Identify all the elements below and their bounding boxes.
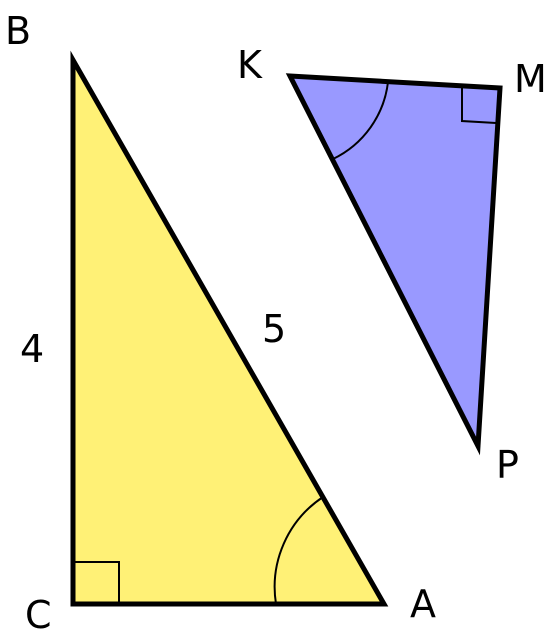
angle-arc-k	[332, 81, 389, 160]
vertex-label-m: M	[514, 57, 547, 101]
vertex-label-a: A	[410, 582, 436, 626]
triangle-abc	[70, 50, 389, 607]
vertex-label-k: K	[237, 43, 263, 87]
triangle-kmp	[285, 73, 503, 456]
side-label-bc: 4	[20, 327, 44, 371]
vertex-label-c: C	[25, 593, 52, 634]
vertex-label-b: B	[5, 9, 31, 53]
angle-arc-a	[273, 496, 324, 605]
right-angle-mark-c	[73, 561, 120, 604]
right-angle-mark-m	[461, 86, 497, 124]
vertex-label-p: P	[496, 443, 519, 487]
side-label-ab: 5	[262, 307, 286, 351]
